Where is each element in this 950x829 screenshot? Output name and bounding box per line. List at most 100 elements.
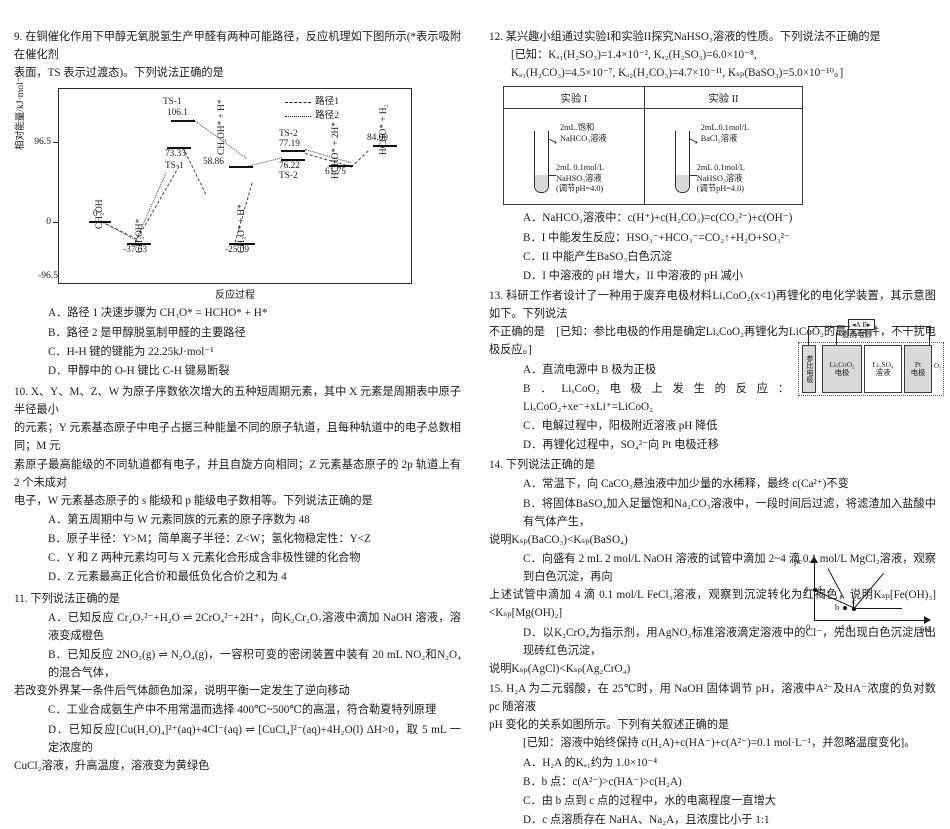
- species-ch3oh-ads: CH₃OH*: [135, 219, 145, 254]
- q14-option-a[interactable]: A．常温下，向 CaCO₃悬浊液中加少量的水稀释，最终 c(Ca²⁺)不变: [523, 478, 849, 491]
- legend-label-path2: 路径2: [315, 110, 339, 122]
- question-10: 10. X、Y、M、Z、W 为原子序数依次增大的五种短周期元素，其中 X 元素是…: [14, 383, 461, 587]
- value-ch2oh-h: 58.86: [203, 157, 224, 168]
- q14-option-d-cont: 说明Kₛₚ(AgCl)<Kₛₚ(Ag₂CrO₄): [489, 662, 631, 675]
- species-product: HCHO* + H₂: [379, 104, 389, 156]
- q11-option-b[interactable]: B．已知反应 2NO₂(g) ⇌ N₂O₄(g)，一容积可变的密闭装置中装有 2…: [48, 648, 461, 680]
- q12-option-c[interactable]: C．II 中能产生BaSO₃白色沉淀: [523, 250, 673, 263]
- q12-option-d[interactable]: D．I 中溶液的 pH 增大，II 中溶液的 pH 减小: [523, 269, 744, 282]
- q15-known: [已知：溶液中始终保持 c(H₂A)+c(HA⁻)+c(A²⁻)=0.1 mol…: [523, 737, 916, 750]
- q10-option-b[interactable]: B．原子半径：Y>M；简单离子半径：Z<W；氢化物稳定性：Y<Z: [48, 533, 371, 546]
- q14-number: 14.: [489, 459, 503, 472]
- species-ts1-path2: TS-1: [163, 97, 182, 108]
- q14-stem: 14. 下列说法正确的是: [489, 456, 936, 474]
- question-9: 9. 在铜催化作用下甲醇无氧脱氢生产甲醛有两种可能路径，反应机理如下图所示(*表…: [14, 28, 461, 82]
- q13-option-d[interactable]: D．再锂化过程中，SO₄²⁻向 Pt 电极迁移: [523, 439, 719, 452]
- q11-option-d-cont: CuCl₂溶液，升高温度，溶液变为黄绿色: [14, 759, 210, 772]
- q15-option-d[interactable]: D．c 点溶质存在 NaHA、Na₂A，且浓度比小于 1:1: [523, 813, 770, 826]
- test-tube-1-liquid: [535, 175, 548, 193]
- q15-number: 15.: [489, 682, 503, 695]
- value-product: 84.00: [367, 133, 388, 144]
- wire-right-down: [929, 326, 930, 346]
- q13-stem-line1: 科研工作者设计了一种用于废弃电极材料LiₓCoO₂(x<1)再锂化的电化学装置，…: [489, 289, 936, 321]
- chart-ytick-bottom: -96.5: [38, 270, 58, 282]
- q15-option-b[interactable]: B．b 点：c(A²⁻)>c(HA⁻)>c(H₂A): [523, 775, 682, 788]
- q10-number: 10.: [14, 385, 28, 398]
- species-ts1-path1: TS-1: [165, 161, 184, 172]
- q12-option-b[interactable]: B．I 中能发生反应：HSO₃⁻+HCO₃⁻=CO₂↑+H₂O+SO₃²⁻: [523, 231, 790, 244]
- exp1-top-note: 2mL.饱和 NaHCO₃溶液: [560, 123, 607, 143]
- exp1-pointer-line: [549, 175, 556, 177]
- level-ch3o-h: [229, 243, 255, 246]
- experiment-1-header: 实验 I: [503, 86, 645, 110]
- question-13: 13. 科研工作者设计了一种用于废弃电极材料LiₓCoO₂(x<1)再锂化的电化…: [489, 287, 936, 454]
- q13-option-a[interactable]: A．直流电源中 B 极为正极: [523, 363, 657, 376]
- c-point-vertical: [853, 598, 854, 610]
- q14-stem-text: 下列说法正确的是: [505, 459, 596, 472]
- chart-ytick-top: 96.5: [12, 136, 58, 147]
- level-reactant: [89, 221, 111, 224]
- reference-electrode: 参比电极: [802, 345, 816, 393]
- q10-option-a[interactable]: A．第五周期中与 W 元素同族的元素的原子序数为 48: [48, 513, 310, 526]
- q15-option-c[interactable]: C．由 b 点到 c 点的过程中，水的电离程度一直增大: [523, 794, 776, 807]
- species-ts2-path2: TS-2: [279, 129, 298, 140]
- q14-option-c[interactable]: C．向盛有 2 mL 2 mol/L NaOH 溶液的试管中滴加 2~4 滴 0…: [523, 552, 936, 584]
- q13-option-c[interactable]: C．电解过程中，阳极附近溶液 pH 降低: [523, 419, 718, 432]
- q9-option-a[interactable]: A．路径 1 决速步骤为 CH₃O* = HCHO* + H*: [48, 307, 268, 320]
- q14-option-d[interactable]: D．以K₂CrO₄为指示剂，用AgNO₃标准溶液滴定溶液中的Cl⁻，先出现白色沉…: [523, 626, 936, 657]
- q9-option-c[interactable]: C．H-H 键的键能为 22.25kJ·mol⁻¹: [48, 345, 214, 358]
- q9-option-d[interactable]: D．甲醇中的 O-H 键比 C-H 键易断裂: [48, 364, 230, 377]
- species-reactant: CH₃OH: [95, 199, 105, 230]
- experiment-2-header: 实验 II: [643, 86, 804, 110]
- value-reactant: 0: [93, 209, 98, 220]
- experiment-table: 实验 I 实验 II 2mL.饱和 NaHCO₃溶液 ⟶ 2mL 0.1mol/…: [503, 86, 804, 206]
- wire-right-top: [892, 326, 930, 327]
- question-12: 12. 某兴趣小组通过实验I和实验II探究NaHSO₃溶液的性质。下列说法不正确…: [489, 28, 936, 82]
- pc-plot-y-label: pc: [794, 556, 803, 566]
- value-ts1-path2: 106.1: [167, 108, 188, 119]
- wire-left-top: [808, 326, 850, 327]
- level-ts2-path2: [281, 150, 305, 153]
- point-c-dot: [852, 607, 856, 611]
- q11-option-a[interactable]: A．已知反应 Cr₂O₇²⁻+H₂O ⇌ 2CrO₄²⁻+2H⁺，向K₂Cr₂O…: [48, 611, 461, 642]
- pc-plot-origin-label: 0: [806, 622, 811, 632]
- value-ts2-path2: 77.19: [279, 139, 300, 150]
- q15-option-a[interactable]: A．H₂A 的Kₐ₁约为 1.0×10⁻⁴: [523, 756, 658, 769]
- q14-option-b[interactable]: B．将固体BaSO₄加入足量饱和Na₂CO₃溶液中，一段时间后过滤，将滤渣加入盐…: [523, 497, 936, 528]
- oxygen-gas-label: O₂: [934, 362, 942, 370]
- q10-stem-line4: 电子，W 元素基态原子的 s 能级和 p 能级电子数相等。下列说法正确的是: [14, 494, 373, 507]
- q15-stem-line1: H₂A 为二元弱酸，在 25℃时，用 NaOH 固体调节 pH，溶液中A²⁻及H…: [489, 682, 936, 714]
- q12-options: A．NaHCO₃溶液中：c(H⁺)+c(H₂CO₃)=c(CO₃²⁻)+c(OH…: [489, 209, 936, 285]
- q12-option-a[interactable]: A．NaHCO₃溶液中：c(H⁺)+c(H₂CO₃)=c(CO₃²⁻)+c(OH…: [523, 212, 793, 225]
- li2so4-solution: Li₂SO₄ 溶液: [864, 345, 902, 393]
- legend-label-path1: 路径1: [315, 96, 339, 108]
- point-a-label: a: [818, 582, 822, 592]
- level-product: [373, 145, 397, 148]
- q11-option-d[interactable]: D．已知反应[Cu(H₂O)₄]²⁺(aq)+4Cl⁻(aq) ⇌ [CuCl₄…: [48, 723, 461, 754]
- q10-stem-line2: 的元素；Y 元素基态原子中电子占据三种能量不同的原子轨道，且每种轨道中的电子总数…: [14, 422, 461, 453]
- x-axis-arrow-icon: [924, 616, 931, 624]
- exp2-bottom-note: 2mL 0.1mol/L NaHSO₃溶液 (调节pH=4.0): [696, 163, 745, 194]
- point-b-dot: [843, 606, 847, 610]
- q11-option-c[interactable]: C．工业合成氨生产中不用常温而选择 400℃~500℃的高温，符合勒夏特列原理: [48, 704, 437, 717]
- species-ch2oh-h: CH₂OH* + H*: [217, 99, 227, 156]
- q10-option-d[interactable]: D．Z 元素最高正化合价和最低负化合价之和为 4: [48, 571, 287, 584]
- cell-container: [798, 342, 944, 396]
- pc-plot-x-label: pH: [920, 624, 931, 634]
- connector: [100, 221, 139, 243]
- pc-plot-x-axis: [814, 620, 926, 621]
- q9-stem-line2: 表面，TS 表示过渡态)。下列说法正确的是: [14, 67, 224, 80]
- wire-center-down: [836, 332, 837, 346]
- chart-x-axis-label: 反应过程: [215, 290, 255, 302]
- dotted-line-icon: [285, 115, 312, 117]
- species-ch3o-h: CH₃O* + H*: [237, 204, 247, 254]
- q11-stem: 11. 下列说法正确的是: [14, 590, 461, 608]
- test-tube-2: [674, 131, 690, 194]
- q13-number: 13.: [489, 289, 503, 302]
- chart-legend: 路径1 路径2: [285, 95, 339, 123]
- left-column: 9. 在铜催化作用下甲醇无氧脱氢生产甲醛有两种可能路径，反应机理如下图所示(*表…: [0, 0, 475, 772]
- q15-stem-line2: pH 变化的关系如图所示。下列有关叙述正确的是: [489, 719, 730, 732]
- q9-option-b[interactable]: B．路径 2 是甲醇脱氢制甲醛的主要路径: [48, 326, 246, 339]
- q13-option-b[interactable]: B．LiₓCoO₂电极上发生的反应：LiₓCoO₂+xe⁻+xLi⁺=LiCoO…: [523, 382, 789, 413]
- q10-option-c[interactable]: C．Y 和 Z 两种元素均可与 X 元素化合形成含非极性键的化合物: [48, 552, 361, 565]
